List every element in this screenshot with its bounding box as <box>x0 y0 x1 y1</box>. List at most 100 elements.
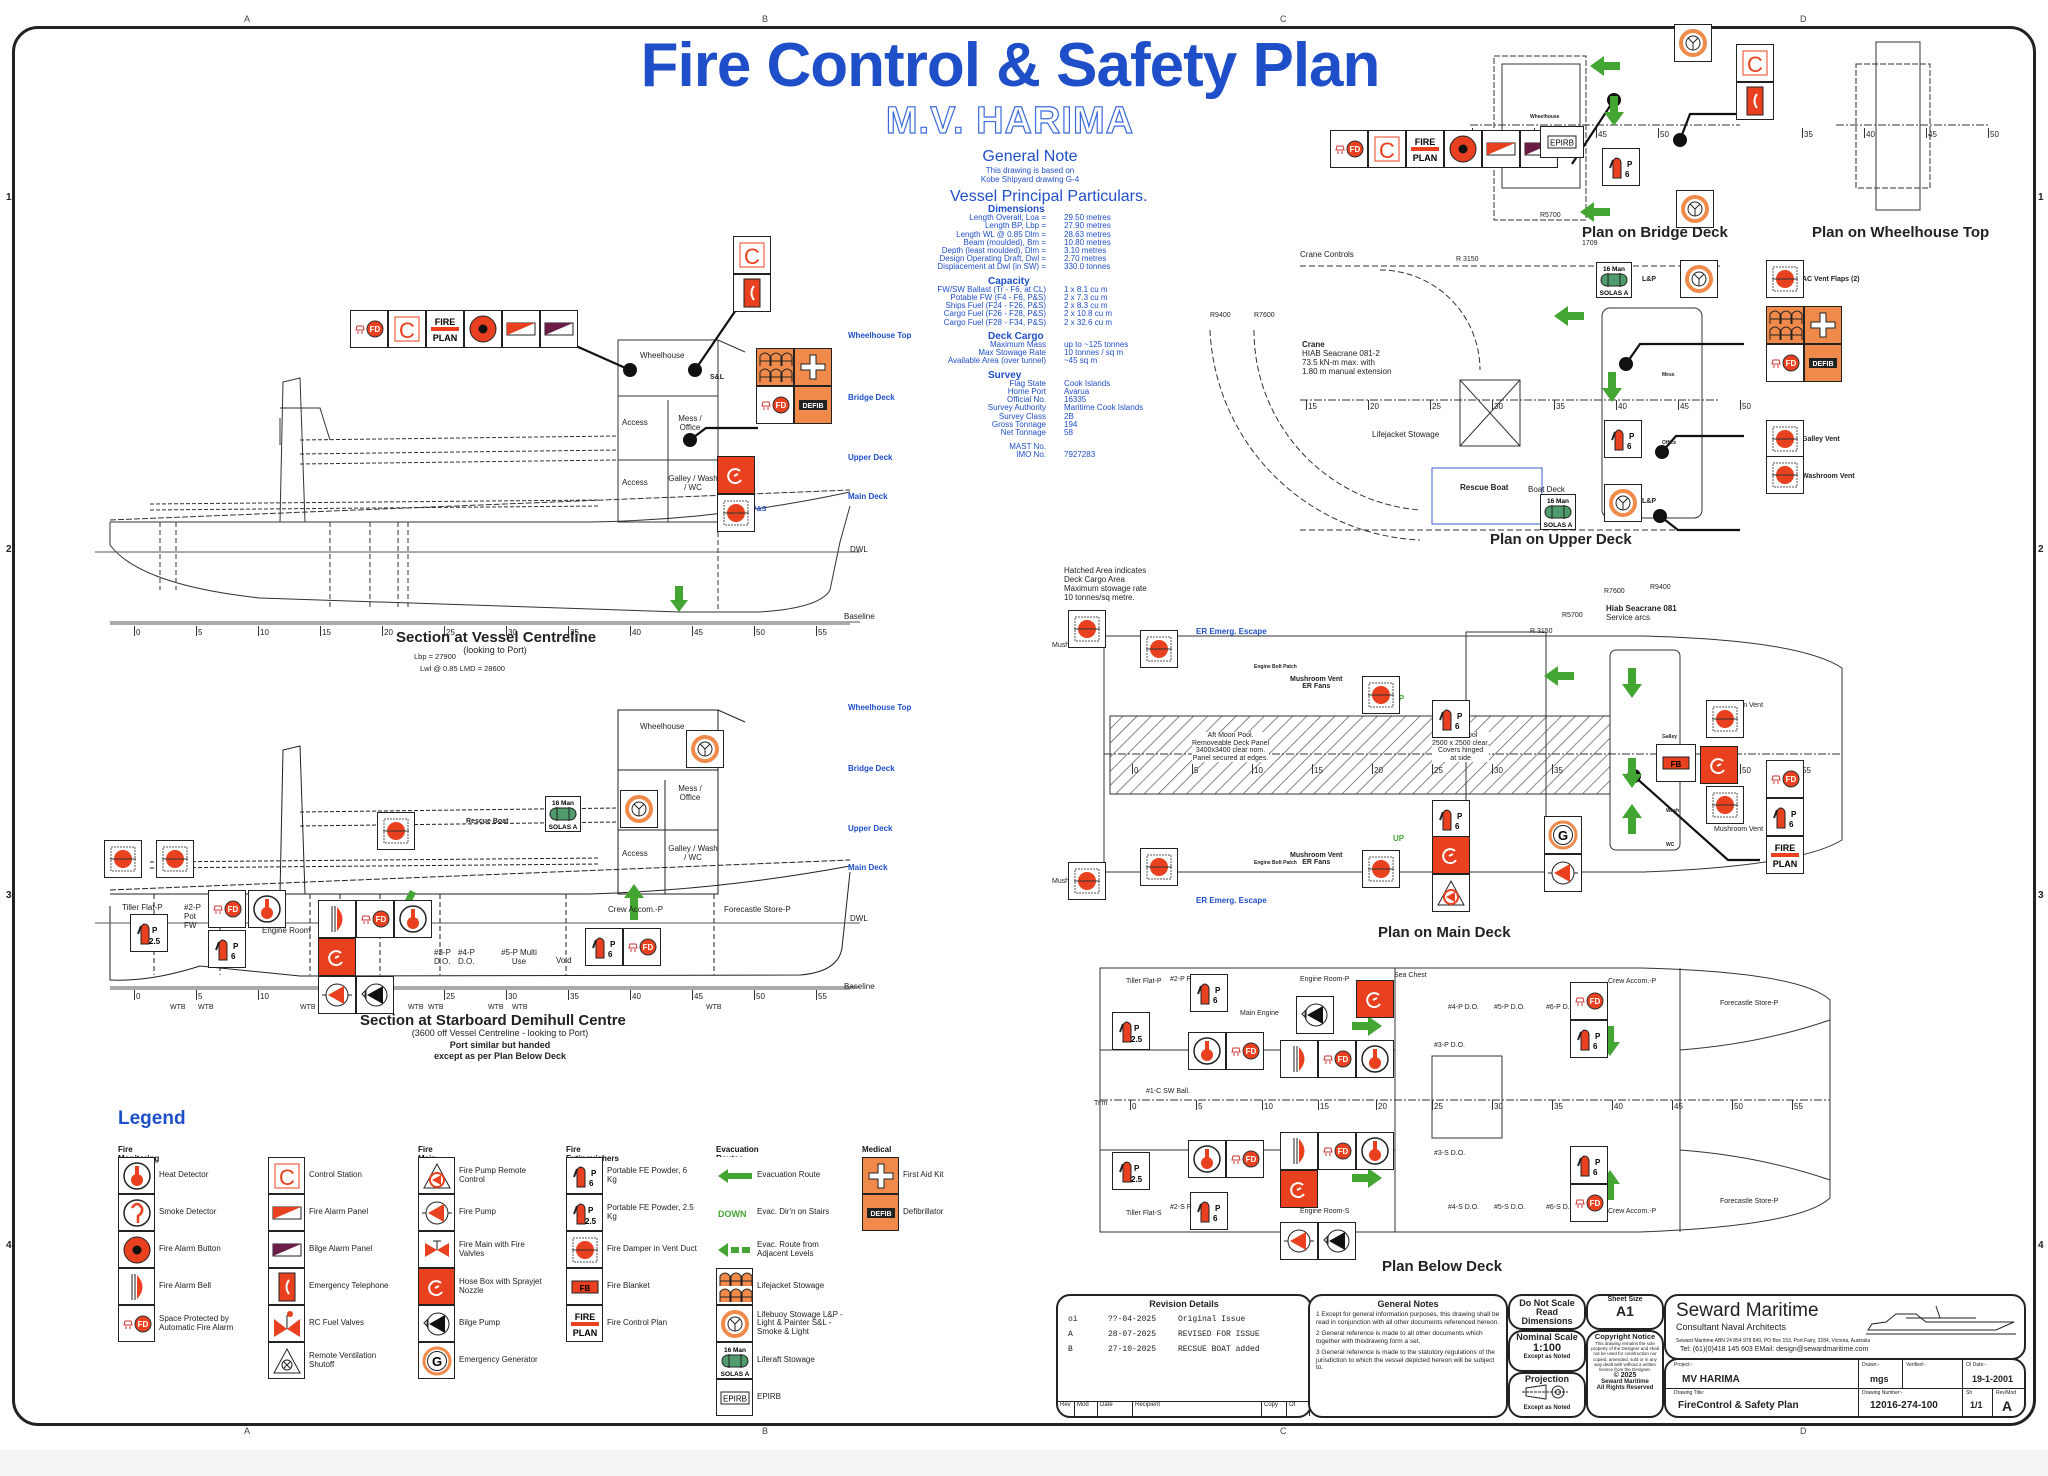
frame-number: 10 <box>258 626 269 637</box>
drawn-by: mgs <box>1870 1374 1889 1384</box>
legend-item: Lifebuoy Stowage L&P - Light & Painter S… <box>716 1305 847 1342</box>
lifejacket-stowage-icon <box>716 1268 753 1305</box>
frame-number: 5 <box>1192 764 1199 775</box>
room-label: #3-P D.O. <box>1434 1042 1465 1049</box>
wtb-label: WTB <box>488 1004 504 1011</box>
lifebuoy-stowage-icon <box>1674 24 1712 62</box>
tag-label: L&P <box>1642 276 1656 283</box>
epirb-icon: EPIRB <box>716 1379 753 1416</box>
legend-item-label: Fire Pump Remote Control <box>459 1166 527 1184</box>
particulars-key: Max Stowage Rate <box>978 348 1046 358</box>
particulars-row: MAST No. <box>880 443 1210 451</box>
svg-text:FD: FD <box>776 401 787 410</box>
fire-damper-icon <box>1766 420 1804 458</box>
view-title-below: Plan Below Deck <box>1382 1258 1503 1275</box>
drawing-date: 19-1-2001 <box>1972 1374 2014 1384</box>
svg-text:6: 6 <box>1789 820 1794 829</box>
evac-arrow-down <box>1622 758 1642 788</box>
bilge-pump-icon <box>1318 1222 1356 1260</box>
frame-number: 20 <box>1372 764 1383 775</box>
frame-number: 0 <box>1130 1100 1137 1111</box>
particulars-value: Cook Islands <box>1064 378 1111 388</box>
frame-number: 45 <box>1926 128 1937 139</box>
particulars-key: Maximum Mass <box>989 340 1046 350</box>
space-protected-icon: FD <box>1570 982 1608 1020</box>
legend-item-label: First Aid Kit <box>903 1170 944 1180</box>
svg-text:FIRE: FIRE <box>574 1312 595 1322</box>
room-label: Office <box>1662 440 1677 446</box>
fire-damper-icon <box>1140 848 1178 886</box>
particulars-value: 29.50 metres <box>1064 213 1111 223</box>
revision-column-header: Of <box>1287 1402 1310 1416</box>
fire-alarm-panel-icon <box>1482 130 1520 168</box>
frame-number: 35 <box>568 990 579 1001</box>
frame-number: 15 <box>1306 400 1317 411</box>
room-label: Tiller Flat-P <box>122 903 163 912</box>
svg-text:FD: FD <box>1350 145 1361 154</box>
except-noted: Except as Noted <box>1523 1354 1571 1360</box>
view-title-main: Plan on Main Deck <box>1378 924 1511 941</box>
wtb-label: WTB <box>170 1004 186 1011</box>
particulars-key: Length WL @ 0.85 Dlm = <box>956 229 1046 239</box>
frame-number: 45 <box>692 626 703 637</box>
room-label: Engine Room <box>262 926 311 935</box>
project-block: Project:- MV HARIMA Drawn:- mgs Verified… <box>1664 1358 2026 1418</box>
frame-number: 50 <box>1740 764 1751 775</box>
general-note-item: 1 Except for general information purpose… <box>1316 1311 1500 1326</box>
tag-label: L&P <box>1642 498 1656 505</box>
legend-item-label: Evac. Dir'n on Stairs <box>757 1207 830 1217</box>
emergency-generator-icon: G <box>1544 816 1582 854</box>
particulars-value: 2 x 8.3 cu m <box>1064 301 1108 311</box>
deck-label-bridge: Bridge Deck <box>848 764 895 773</box>
legend-item-label: Portable FE Powder, 2.5 Kg <box>607 1203 694 1221</box>
grid-row-label: 2 <box>2038 544 2044 555</box>
bilge-pump-icon <box>356 976 394 1014</box>
legend-item-label: EPIRB <box>757 1392 782 1402</box>
space-protected-icon: FD <box>1318 1132 1356 1170</box>
frame-number: 0 <box>134 990 141 1001</box>
lifebuoy-stowage-icon <box>1676 190 1714 228</box>
evac-arrow-up <box>624 884 644 920</box>
radius-label: R9400 <box>1210 312 1231 319</box>
svg-text:P: P <box>1791 810 1797 819</box>
frame-number: 40 <box>1612 1100 1623 1111</box>
legend-item-label: Fire Control Plan <box>607 1318 668 1328</box>
hose-box-icon <box>318 938 356 976</box>
sheet-label: Sh <box>1966 1390 1973 1396</box>
room-label: #6-P D.O. <box>1546 1004 1577 1011</box>
room-label: #4-P D.O. <box>458 948 475 966</box>
evac-arrow-left <box>1554 306 1584 326</box>
room-label: #4-P D.O. <box>1448 1004 1479 1011</box>
frame-number: 0 <box>134 626 141 637</box>
legend-item: Bilge Alarm Panel <box>268 1231 399 1268</box>
evac-arrow-left <box>1544 666 1574 686</box>
tag-label: S&L <box>710 374 724 381</box>
frame-number: 30 <box>506 626 517 637</box>
fire-damper-icon <box>1068 610 1106 648</box>
legend-item-label: Lifejacket Stowage <box>757 1281 825 1291</box>
view-subtitle: Port similar but handed <box>449 1040 551 1050</box>
frame-number: 40 <box>1616 400 1627 411</box>
svg-text:EPIRB: EPIRB <box>1550 139 1574 148</box>
particulars-key: Beam (moulded), Bm = <box>963 237 1046 247</box>
room-label: WC <box>1666 842 1675 848</box>
room-label: Wheelhouse <box>1530 114 1560 120</box>
svg-text:P: P <box>1457 812 1463 821</box>
grid-column-label: C <box>1280 14 1287 24</box>
hose-box-icon <box>1356 980 1394 1018</box>
deck-label-upper: Upper Deck <box>848 453 893 462</box>
frame-number: 30 <box>1492 400 1503 411</box>
svg-text:PLAN: PLAN <box>1413 153 1438 163</box>
svg-text:P: P <box>1629 432 1635 441</box>
room-label: Mess / Office <box>678 784 702 802</box>
grid-row-label: 3 <box>6 890 12 901</box>
svg-text:P: P <box>1457 712 1463 721</box>
frame-number: 0 <box>1132 764 1139 775</box>
fire-pump-remote-control-icon <box>1432 874 1470 912</box>
